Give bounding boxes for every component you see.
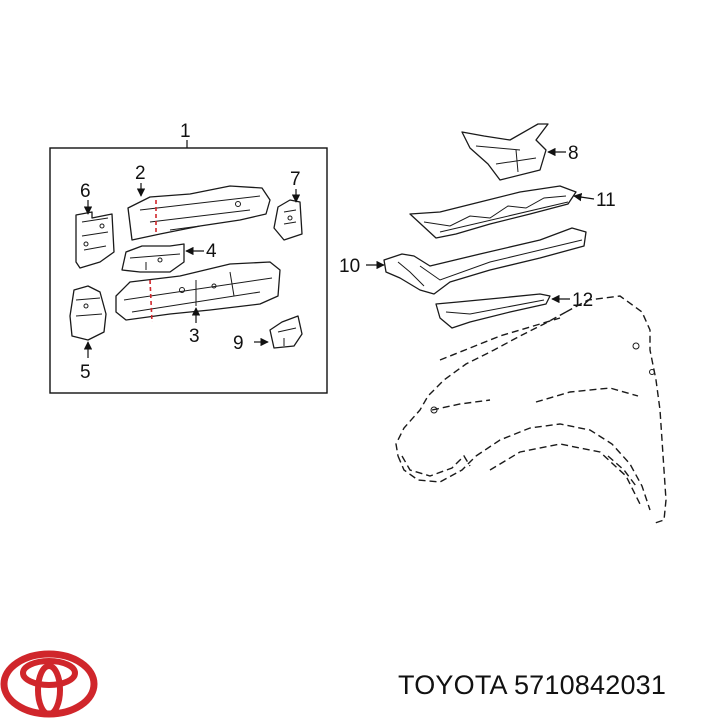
part-8-bracket xyxy=(461,123,549,181)
callout-7: 7 xyxy=(290,169,301,190)
part-6-bracket xyxy=(75,211,115,269)
assembly-box xyxy=(49,147,328,394)
part-12-apron-extension xyxy=(435,293,551,329)
callout-6: 6 xyxy=(80,181,91,202)
part-9-clip xyxy=(269,315,303,349)
part-11-apron-upper xyxy=(409,185,577,239)
part-4-bracket xyxy=(121,243,185,273)
part-2-upper-rail xyxy=(127,185,271,241)
part-7-plate xyxy=(273,199,303,241)
part-caption: TOYOTA 5710842031 xyxy=(398,670,666,701)
callout-8: 8 xyxy=(568,143,579,164)
callout-1: 1 xyxy=(180,121,191,142)
part-5-bracket xyxy=(69,285,107,341)
callout-11: 11 xyxy=(596,190,616,211)
callout-3: 3 xyxy=(189,326,200,347)
part-3-lower-rail xyxy=(115,261,281,323)
part-number: 5710842031 xyxy=(513,670,667,700)
part-10-apron-lower xyxy=(383,227,587,295)
callout-12: 12 xyxy=(572,290,593,311)
callout-5: 5 xyxy=(80,362,91,383)
callout-9: 9 xyxy=(233,333,244,354)
callout-10: 10 xyxy=(339,256,360,277)
toyota-logo xyxy=(0,650,98,718)
callout-2: 2 xyxy=(135,163,146,184)
callout-4: 4 xyxy=(206,241,217,262)
brand-name: TOYOTA xyxy=(398,670,507,700)
fender-outline xyxy=(395,295,667,525)
